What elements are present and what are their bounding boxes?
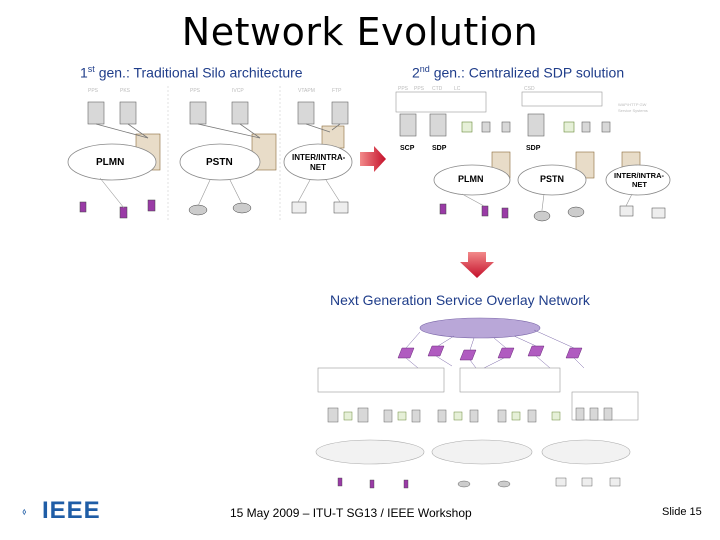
overlay-nodes: [397, 345, 583, 361]
internet-label-1: INTER/INTRA-: [292, 153, 346, 162]
ngso-green-devices: [343, 411, 561, 421]
ieee-logo-text: IEEE: [42, 497, 101, 524]
plmn-cloud: [67, 143, 157, 181]
internet-cloud: [283, 143, 353, 181]
ngso-pstn-cloud: [431, 439, 533, 465]
slide-title: Network Evolution: [181, 10, 539, 54]
gen2-internet-label-1: INTER/INTRA-: [614, 171, 664, 180]
gen2-green-devices: [461, 121, 575, 133]
gen2-label: 2nd gen.: Centralized SDP solution: [412, 64, 625, 81]
gen1-servers: [87, 101, 349, 125]
ngso-devices: [337, 477, 621, 489]
svg-text:PPS: PPS: [190, 88, 201, 94]
evolution-arrow-down: [460, 252, 494, 278]
svg-text:IVCP: IVCP: [232, 88, 244, 94]
gen2-internet-cloud: [605, 164, 671, 196]
sdp-label-2: SDP: [526, 145, 541, 152]
gen1-diagram: PPS PKS PPS IVCP VTAPM FTP PLMN PSTN INTER/IN…: [67, 86, 353, 222]
internet-label-2: NET: [310, 163, 326, 172]
svg-text:FTP: FTP: [332, 88, 342, 94]
svg-text:WAP/HTTP GW: WAP/HTTP GW: [618, 102, 647, 107]
gen2-pstn-label: PSTN: [540, 174, 564, 184]
gen2-diagram: PPS PPS CTD LC CSD SCP SDP SDP WAP/HTTP GWSe…: [395, 86, 671, 222]
sdp-label-1: SDP: [432, 145, 447, 152]
overlay-cloud: [419, 317, 541, 339]
svg-text:PPS: PPS: [88, 88, 99, 94]
gen2-plmn-cloud: [433, 164, 511, 196]
svg-text:PKS: PKS: [120, 88, 131, 94]
ngso-label: Next Generation Service Overlay Network: [330, 292, 590, 308]
gen1-devices: [79, 199, 349, 219]
ngso-servers: [327, 407, 613, 423]
slide-number: Slide 15: [662, 506, 702, 518]
scp-label: SCP: [400, 145, 415, 152]
footer-event: 15 May 2009 – ITU-T SG13 / IEEE Workshop: [230, 506, 472, 520]
gen2-servers: [399, 113, 611, 137]
plmn-label: PLMN: [96, 157, 124, 168]
ngso-diagram: [315, 317, 639, 489]
svg-text:CSD: CSD: [524, 86, 535, 92]
svg-text:PPS: PPS: [414, 86, 425, 92]
evolution-arrow-right: [360, 146, 386, 172]
gen2-devices: [439, 203, 666, 222]
svg-text:PPS: PPS: [398, 86, 409, 92]
svg-text:CTD: CTD: [432, 86, 443, 92]
gen2-internet-label-2: NET: [632, 180, 647, 189]
gen2-plmn-label: PLMN: [458, 174, 484, 184]
ngso-internet-cloud: [541, 439, 631, 465]
pstn-cloud: [179, 143, 261, 181]
svg-text:Service Systems: Service Systems: [618, 108, 648, 113]
svg-text:VTAPM: VTAPM: [298, 88, 315, 94]
gen2-pstn-cloud: [517, 164, 587, 196]
gen1-label: 1st gen.: Traditional Silo architecture: [80, 64, 303, 81]
ngso-plmn-cloud: [315, 439, 425, 465]
ieee-logo-icon: [22, 508, 27, 516]
pstn-label: PSTN: [206, 157, 233, 168]
svg-text:LC: LC: [454, 86, 461, 92]
